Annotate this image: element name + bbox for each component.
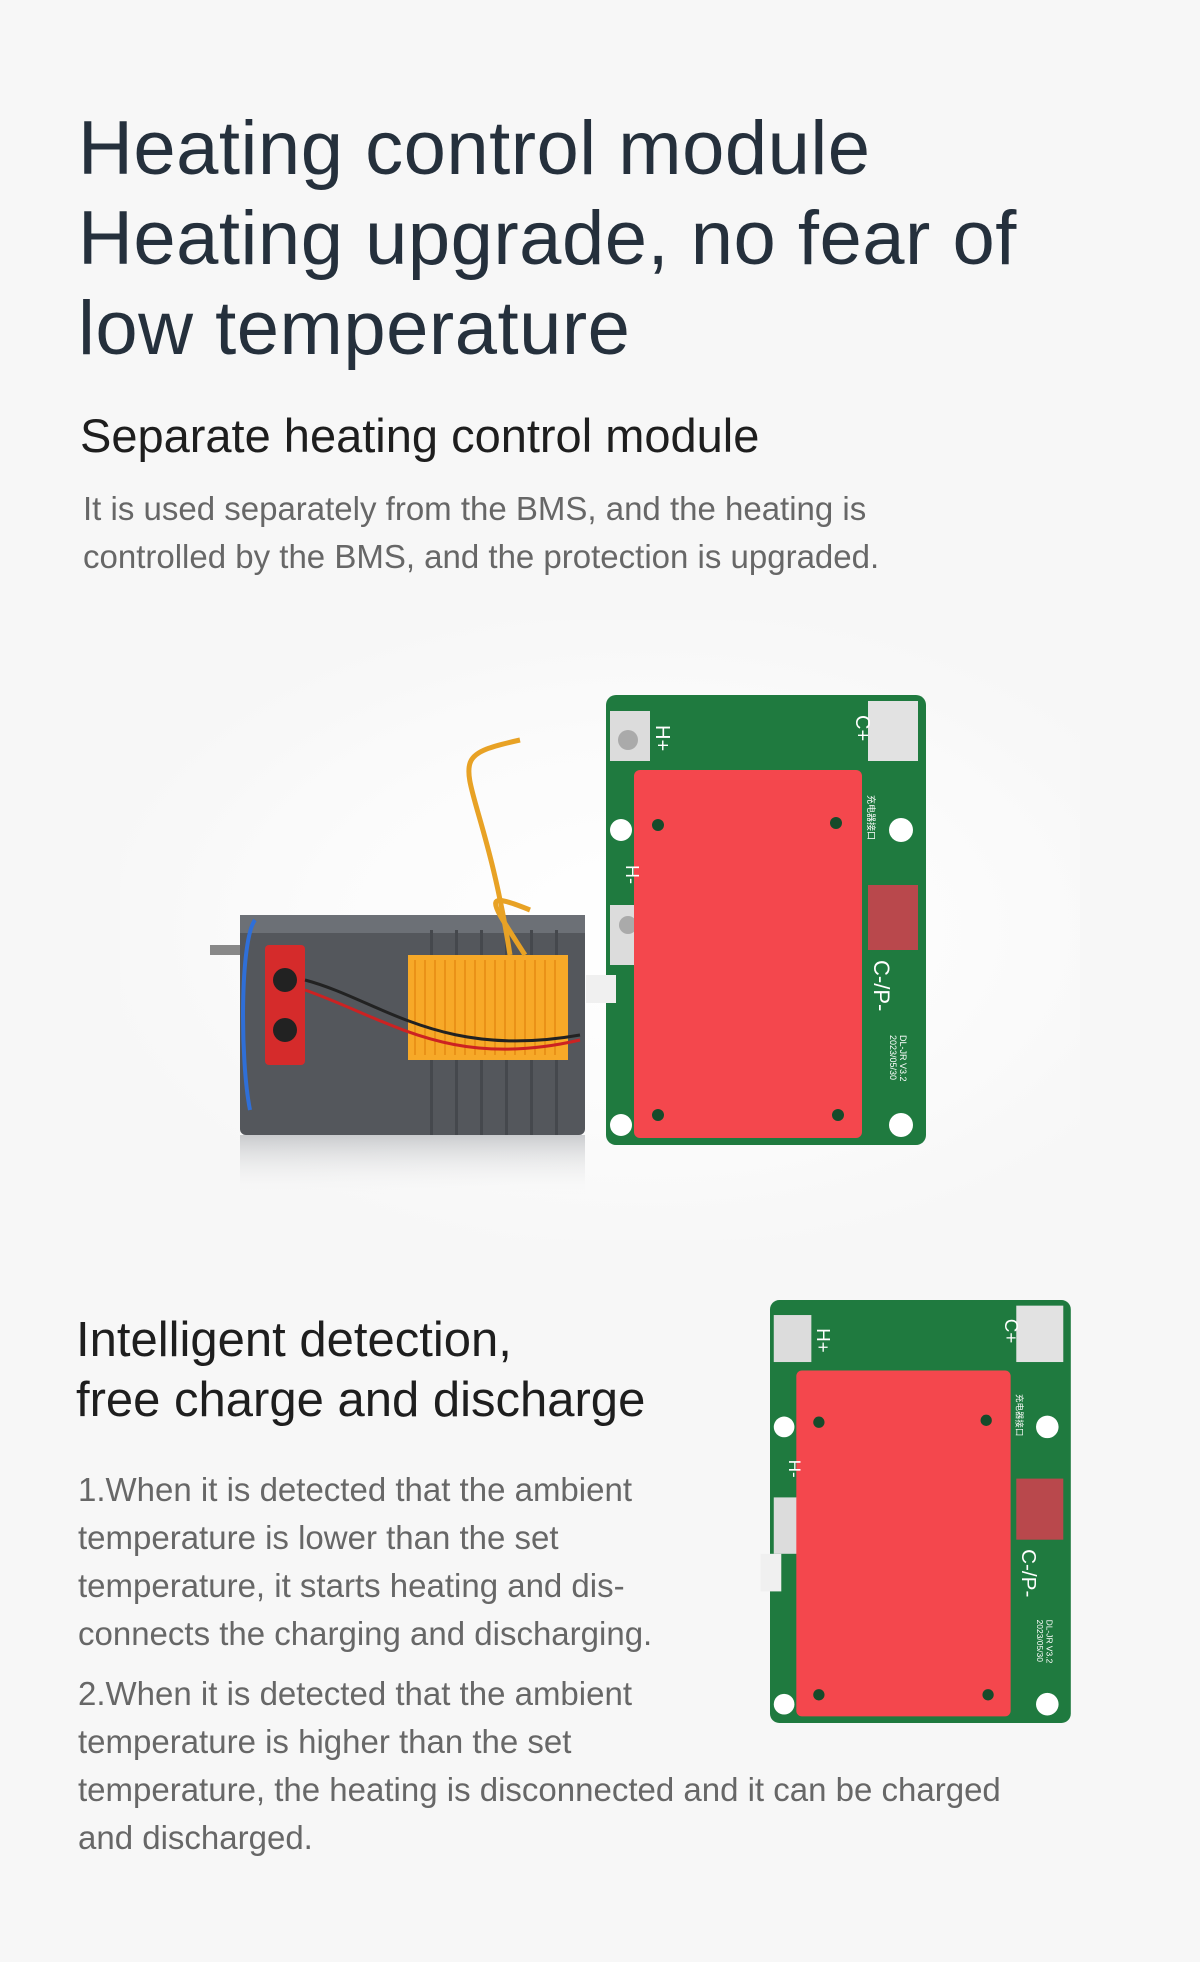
description-line: controlled by the BMS, and the protectio… [83,538,880,575]
label-h-plus: H+ [651,725,673,751]
label-model: DL-JR V3.2 [898,1035,908,1082]
title-line: Heating control module [78,106,871,191]
label-h-plus: H+ [813,1328,834,1353]
section-subtitle: Separate heating control module [80,409,760,462]
label-h-minus: H- [785,1460,804,1478]
title-line: low temperature [78,286,631,371]
label-h-minus: H- [622,865,642,884]
product-scene-image: H+ H- C+ 充电器接口 C-/P- DL-JR V3.2 2023/05/… [210,695,926,1195]
section2-heading: Intelligent detection, free charge and d… [76,1310,645,1430]
section-description: It is used separately from the BMS, and … [83,485,1083,581]
label-c-minus-p-minus: C-/P- [1017,1549,1040,1597]
description-line: It is used separately from the BMS, and … [83,490,867,527]
detection-points: 1.When it is detected that the ambient t… [78,1466,1018,1874]
label-c-plus: C+ [851,715,873,741]
battery-pack-illustration [210,737,585,1195]
page-title: Heating control module Heating upgrade, … [78,104,1017,374]
point-2: 2.When it is detected that the ambient t… [78,1675,1001,1856]
label-date: 2023/05/30 [888,1035,898,1080]
point-1: 1.When it is detected that the ambient t… [78,1471,653,1652]
label-c-plus: C+ [1001,1319,1022,1344]
title-line: Heating upgrade, no fear of [78,196,1017,281]
label-charger-port: 充电器接口 [866,795,877,840]
heating-module-board-image: H+ H- C+ 充电器接口 C-/P- DL-JR V3.2 2023/05/… [760,1300,1071,1723]
label-c-minus-p-minus: C-/P- [869,960,894,1011]
label-charger-port: 充电器接口 [1014,1394,1024,1436]
heading-line: free charge and discharge [76,1373,646,1427]
label-date: 2023/05/30 [1035,1620,1045,1663]
heating-module-board: H+ H- C+ 充电器接口 C-/P- DL-JR V3.2 2023/05/… [586,695,926,1145]
label-model: DL-JR V3.2 [1044,1620,1054,1664]
heading-line: Intelligent detection, [76,1313,512,1367]
